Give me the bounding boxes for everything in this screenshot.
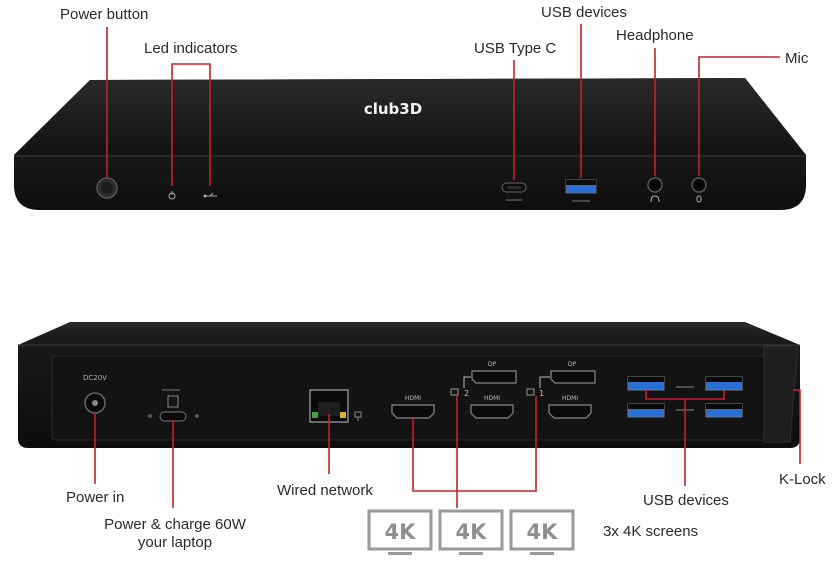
4k-badge-1: 4K xyxy=(367,509,433,555)
label-usb-devices-bottom: USB devices xyxy=(643,492,729,509)
label-k-lock: K-Lock xyxy=(779,471,826,488)
4k-badge-1-text: 4K xyxy=(385,520,417,544)
dp-label-2: DP xyxy=(568,361,577,368)
network-icon xyxy=(354,411,362,421)
dock-back-view: DC20V HDMI 2 DP HDMI 1 DP HD xyxy=(18,322,800,448)
callout-k-lock xyxy=(793,389,801,464)
display-1-icon xyxy=(526,388,535,396)
4k-badge-2-text: 4K xyxy=(456,520,488,544)
label-usb-type-c: USB Type C xyxy=(474,40,557,57)
usb-a-ports-back xyxy=(627,376,743,418)
hdmi-label-3: HDMI xyxy=(562,395,578,402)
bottom-callout-lines xyxy=(94,389,801,508)
callout-led-indicators xyxy=(171,63,211,186)
usb-c-port-back xyxy=(159,411,187,422)
dc-label: DC20V xyxy=(83,374,107,382)
top-callout-lines xyxy=(106,24,780,186)
4k-badges: 4K 4K 4K xyxy=(367,509,575,555)
dp-port-2 xyxy=(550,370,596,384)
mic-icon xyxy=(696,195,702,203)
k-lock-slot xyxy=(763,345,799,443)
hdmi-label-2: HDMI xyxy=(484,395,500,402)
label-headphone: Headphone xyxy=(616,27,694,44)
usb-led-icon xyxy=(203,192,217,198)
label-led-indicators: Led indicators xyxy=(144,40,238,57)
callout-displays-bracket xyxy=(412,396,537,492)
club3d-logo: club3D xyxy=(364,100,422,118)
hdmi-label-1: HDMI xyxy=(405,395,421,402)
dp-port-1 xyxy=(471,370,517,384)
display-1-number: 1 xyxy=(539,389,544,398)
hdmi-port-2 xyxy=(470,404,514,419)
power-led-icon xyxy=(168,191,176,200)
4k-badge-3-text: 4K xyxy=(527,520,559,544)
label-usb-devices-top: USB devices xyxy=(541,4,627,21)
display-2-number: 2 xyxy=(464,389,469,398)
callout-mic xyxy=(698,56,780,176)
label-3x-4k-screens: 3x 4K screens xyxy=(603,523,699,540)
4k-badge-3: 4K xyxy=(509,509,575,555)
dp-label-1: DP xyxy=(488,361,497,368)
label-power-in: Power in xyxy=(66,489,125,506)
label-mic: Mic xyxy=(785,50,809,67)
headphone-icon xyxy=(650,195,660,203)
label-power-charge-line1: Power & charge 60W xyxy=(104,516,246,533)
label-power-charge: Power & charge 60W your laptop xyxy=(100,516,250,552)
hdmi-port-1 xyxy=(391,404,435,419)
label-wired-network: Wired network xyxy=(277,482,373,499)
display-2-icon xyxy=(450,388,459,396)
hdmi-port-3 xyxy=(548,404,592,419)
dock-front-view: club3D xyxy=(14,78,806,210)
label-power-button: Power button xyxy=(60,6,149,23)
laptop-icon xyxy=(167,395,179,408)
label-power-charge-line2: your laptop xyxy=(137,534,213,551)
4k-badge-2: 4K xyxy=(438,509,504,555)
